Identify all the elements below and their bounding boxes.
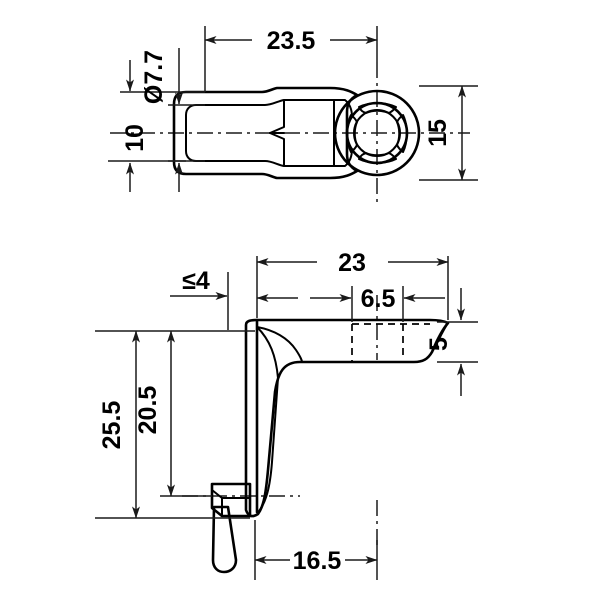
part-side-outline [244, 318, 450, 518]
part-top-head-slot-bottom [358, 152, 397, 164]
dim-label-5: 5 [425, 337, 453, 351]
dim-label-15: 15 [424, 119, 452, 147]
part-top-wedge-upper [269, 99, 285, 134]
dim-label-6-5: 6.5 [361, 285, 396, 313]
part-side-foot-block [210, 482, 252, 518]
dim-label-23: 23 [338, 249, 366, 277]
dim-label-10: 10 [121, 124, 149, 152]
dim-label-20-5: 20.5 [134, 386, 162, 435]
part-side-arm-tip [431, 322, 449, 353]
dim-label-25-5: 25.5 [98, 401, 126, 450]
part-side-inner-curve [256, 326, 279, 512]
part-top-inner-recess [185, 99, 335, 167]
part-top-head-slot-top [358, 102, 397, 114]
dim-label-le-4: ≤4 [182, 267, 210, 295]
part-top-head-slot-left [346, 114, 358, 153]
part-top-head-outer-circle [333, 89, 421, 177]
side-view-group: 23 6.5 ≤4 5 25.5 20.5 16.5 [95, 249, 478, 580]
part-side-inner-rib [256, 326, 303, 363]
dim-label-16-5: 16.5 [293, 547, 342, 575]
top-view-group: 23.5 Ø7.7 10 15 [108, 26, 478, 205]
part-side-hook-tang [211, 505, 238, 574]
dim-label-23-5: 23.5 [267, 27, 316, 55]
dim-label-dia-7-7: Ø7.7 [140, 50, 168, 104]
part-side-foot-inner-edge [211, 489, 251, 499]
part-top-wedge-lower [269, 132, 285, 167]
part-top-head-slot-right [396, 114, 408, 153]
